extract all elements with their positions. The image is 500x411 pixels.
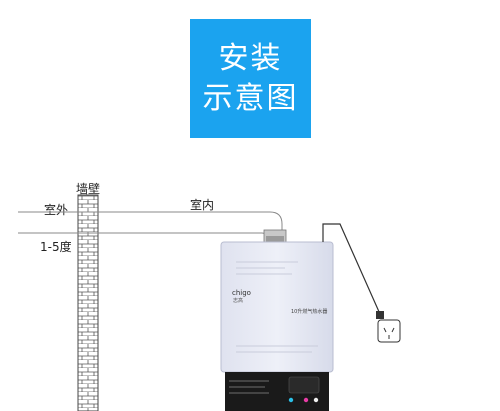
- brand-sub-text: 志高: [233, 297, 243, 304]
- wall-label: 墙壁: [76, 182, 101, 196]
- slope-label: 1-5度: [40, 240, 72, 254]
- brand-logo-text: chigo: [232, 289, 251, 297]
- brick-wall: [77, 194, 99, 411]
- panel-button-blue: [288, 397, 294, 403]
- exhaust-pipe: [18, 211, 287, 243]
- title-line-2: 示意图: [202, 80, 299, 116]
- water-heater: chigo 志高 10升燃气热水器: [220, 241, 334, 373]
- model-text: 10升燃气热水器: [291, 308, 327, 315]
- panel-button-white: [313, 397, 319, 403]
- control-panel: [225, 372, 329, 411]
- title-badge: 安装 示意图: [190, 19, 311, 138]
- power-cord: [322, 223, 384, 319]
- wall-socket: [377, 319, 401, 343]
- panel-button-pink: [303, 397, 309, 403]
- indoor-label: 室内: [190, 198, 215, 212]
- outdoor-label: 室外: [44, 203, 69, 217]
- title-line-1: 安装: [218, 40, 283, 76]
